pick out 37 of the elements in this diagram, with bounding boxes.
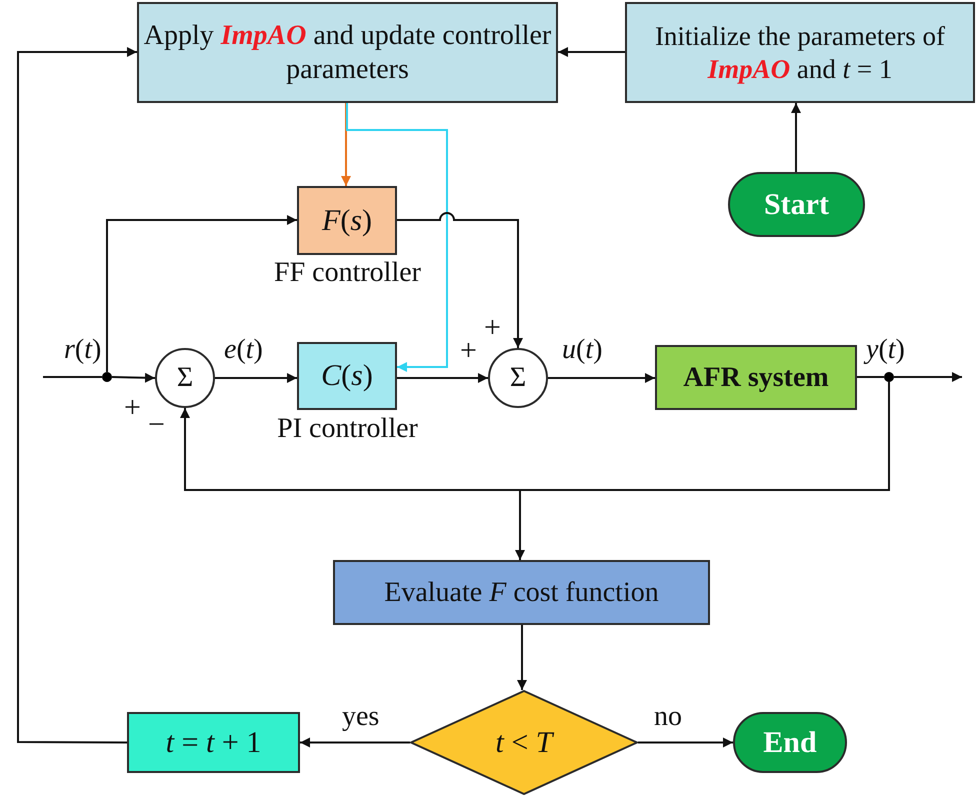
process-box: AFR system [655,345,857,410]
process-box: C(s) [297,342,397,410]
connector-line [43,376,102,378]
summing-junction: Σ [488,348,548,408]
process-box: F(s) [297,186,397,255]
summing-junction: Σ [155,348,215,408]
arrow [548,373,655,383]
terminal-box: Start [728,172,865,237]
junction-dot [102,372,112,382]
connector-line [857,376,884,378]
block-caption: FF controller [273,258,422,289]
terminal-box: End [733,712,847,773]
sign-label: + [460,336,477,366]
junction-dot [884,372,894,382]
sign-label: + [484,313,501,343]
arrow [517,625,527,690]
process-box: Evaluate F cost function [333,560,710,625]
sign-label: + [124,393,141,423]
process-box: t = t + 1 [127,712,300,773]
arrow [106,215,297,372]
arrow [894,372,962,382]
block-caption: PI controller [276,414,419,445]
arrow [558,47,625,57]
arrow [215,373,297,383]
arrow [397,373,488,383]
process-box: Initialize the parameters of ImpAO and t = 1 [625,2,975,103]
sign-label: − [148,410,165,440]
arrow [112,372,156,383]
arrow [17,47,137,744]
arrow [346,103,448,372]
arrow [300,738,410,748]
decision-diamond: t < T [410,690,638,795]
arrow [341,103,351,186]
arrow [397,212,523,348]
arrow [638,738,733,748]
arrow [791,103,801,172]
process-box: Apply ImpAO and update controller parameters [137,2,558,103]
